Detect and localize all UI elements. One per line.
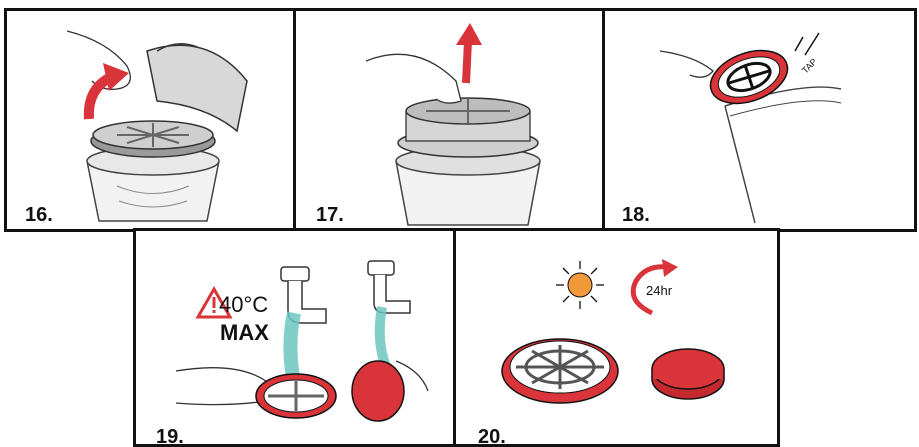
sun-icon: [556, 261, 604, 309]
step-17-panel: 17.: [293, 8, 605, 232]
step-16-illustration: [7, 11, 296, 232]
warning-max: MAX: [220, 320, 269, 346]
step-16-panel: 16.: [4, 8, 296, 232]
step-17-illustration: [296, 11, 605, 232]
drying-duration: 24hr: [646, 283, 672, 298]
step-18-panel: TAP 18.: [602, 8, 917, 232]
step-number: 18.: [622, 204, 650, 227]
step-20-panel: 24hr 20.: [453, 228, 780, 447]
step-number: 17.: [316, 204, 344, 227]
warning-temperature: 40°C: [219, 292, 268, 318]
step-19-panel: 40°C MAX 19.: [133, 228, 457, 447]
step-18-illustration: [605, 11, 917, 232]
step-number: 20.: [478, 426, 506, 447]
step-19-illustration: [136, 231, 457, 447]
step-number: 19.: [156, 426, 184, 447]
step-20-illustration: [456, 231, 780, 447]
step-number: 16.: [25, 204, 53, 227]
